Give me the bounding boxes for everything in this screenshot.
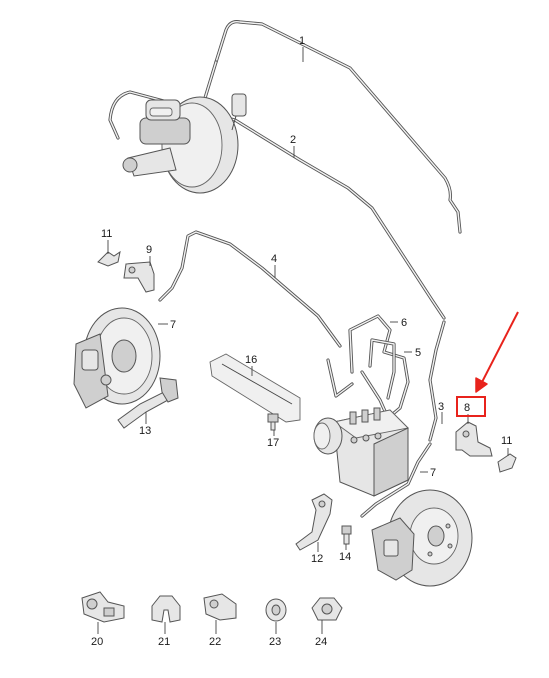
left-brake-caliper: [73, 307, 161, 409]
label-13: 13: [139, 425, 151, 437]
brake-pipe-1: [198, 20, 462, 234]
right-brake-disc: [371, 489, 473, 587]
highlight-box: [456, 396, 486, 417]
label-24: 24: [315, 636, 327, 648]
bracket-8: [455, 421, 493, 457]
label-3: 3: [438, 401, 444, 413]
label-6: 6: [401, 317, 407, 329]
label-9: 9: [146, 244, 152, 256]
leader-lines: [97, 47, 509, 634]
brake-pipe-7-right: [360, 442, 432, 518]
label-20: 20: [91, 636, 103, 648]
red-arrow-icon: [475, 311, 519, 393]
part-21: [151, 595, 181, 623]
label-23: 23: [269, 636, 281, 648]
bracket-9: [123, 261, 155, 293]
label-8: 8: [464, 402, 470, 414]
label-7-right: 7: [430, 467, 436, 479]
label-11-left: 11: [101, 228, 112, 240]
label-12: 12: [311, 553, 323, 565]
label-21: 21: [158, 636, 170, 648]
label-14: 14: [339, 551, 351, 563]
label-11-right: 11: [501, 435, 512, 447]
brake-pipe-4: [158, 230, 342, 348]
part-23: [265, 598, 287, 622]
label-7-left: 7: [170, 319, 176, 331]
label-5: 5: [415, 347, 421, 359]
part-24: [311, 597, 343, 621]
brake-servo: [122, 93, 247, 194]
label-16: 16: [245, 354, 257, 366]
heat-shield-16: [209, 353, 301, 423]
bolt-17: [267, 413, 279, 431]
part-22: [203, 593, 237, 621]
callout-labels: 1 2 4 6 5 7 7 3 8 9 11 11 12 13 14 16 17…: [91, 35, 512, 648]
clip-11-left: [97, 250, 121, 267]
bolt-14: [341, 525, 352, 545]
bracket-12: [295, 493, 333, 551]
label-4: 4: [271, 253, 277, 265]
brake-pipe-2: [108, 90, 446, 320]
label-17: 17: [267, 437, 279, 449]
label-1: 1: [299, 35, 305, 47]
brake-pipes-5-6: [326, 314, 410, 420]
brake-pipe-3: [428, 320, 446, 442]
abs-unit: [313, 407, 409, 497]
part-20: [81, 591, 125, 623]
bracket-13: [117, 377, 179, 429]
label-22: 22: [209, 636, 221, 648]
label-2: 2: [290, 134, 296, 146]
clip-11-right: [497, 453, 517, 473]
